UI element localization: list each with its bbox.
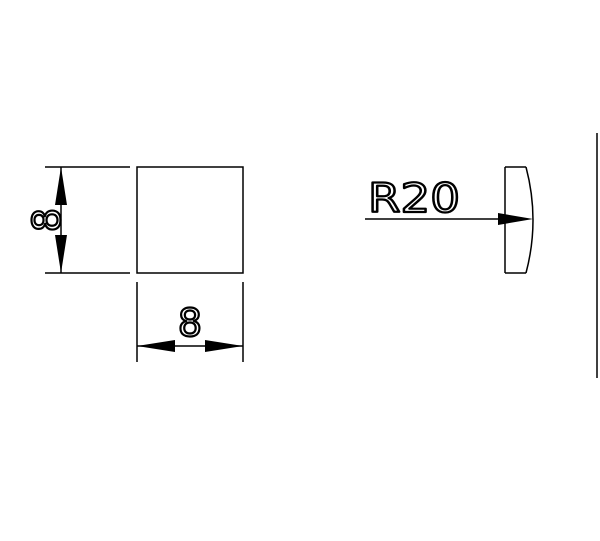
arrowhead-right <box>205 340 243 352</box>
arrowhead-left <box>137 340 175 352</box>
vertical-dimension-label: 8 <box>25 208 69 232</box>
radius-arrowhead <box>498 213 533 225</box>
curved-part <box>504 166 534 274</box>
vertical-dimension: 8 <box>24 166 130 274</box>
curved-part-arc <box>525 166 534 274</box>
square-part <box>136 166 244 274</box>
horizontal-dimension-label: 8 <box>178 301 202 345</box>
radius-label: R20 <box>368 176 460 222</box>
horizontal-dimension: 8 <box>136 282 244 362</box>
radius-dimension: R20 <box>365 175 533 225</box>
arrowhead-up <box>55 167 67 205</box>
arrowhead-down <box>55 235 67 273</box>
